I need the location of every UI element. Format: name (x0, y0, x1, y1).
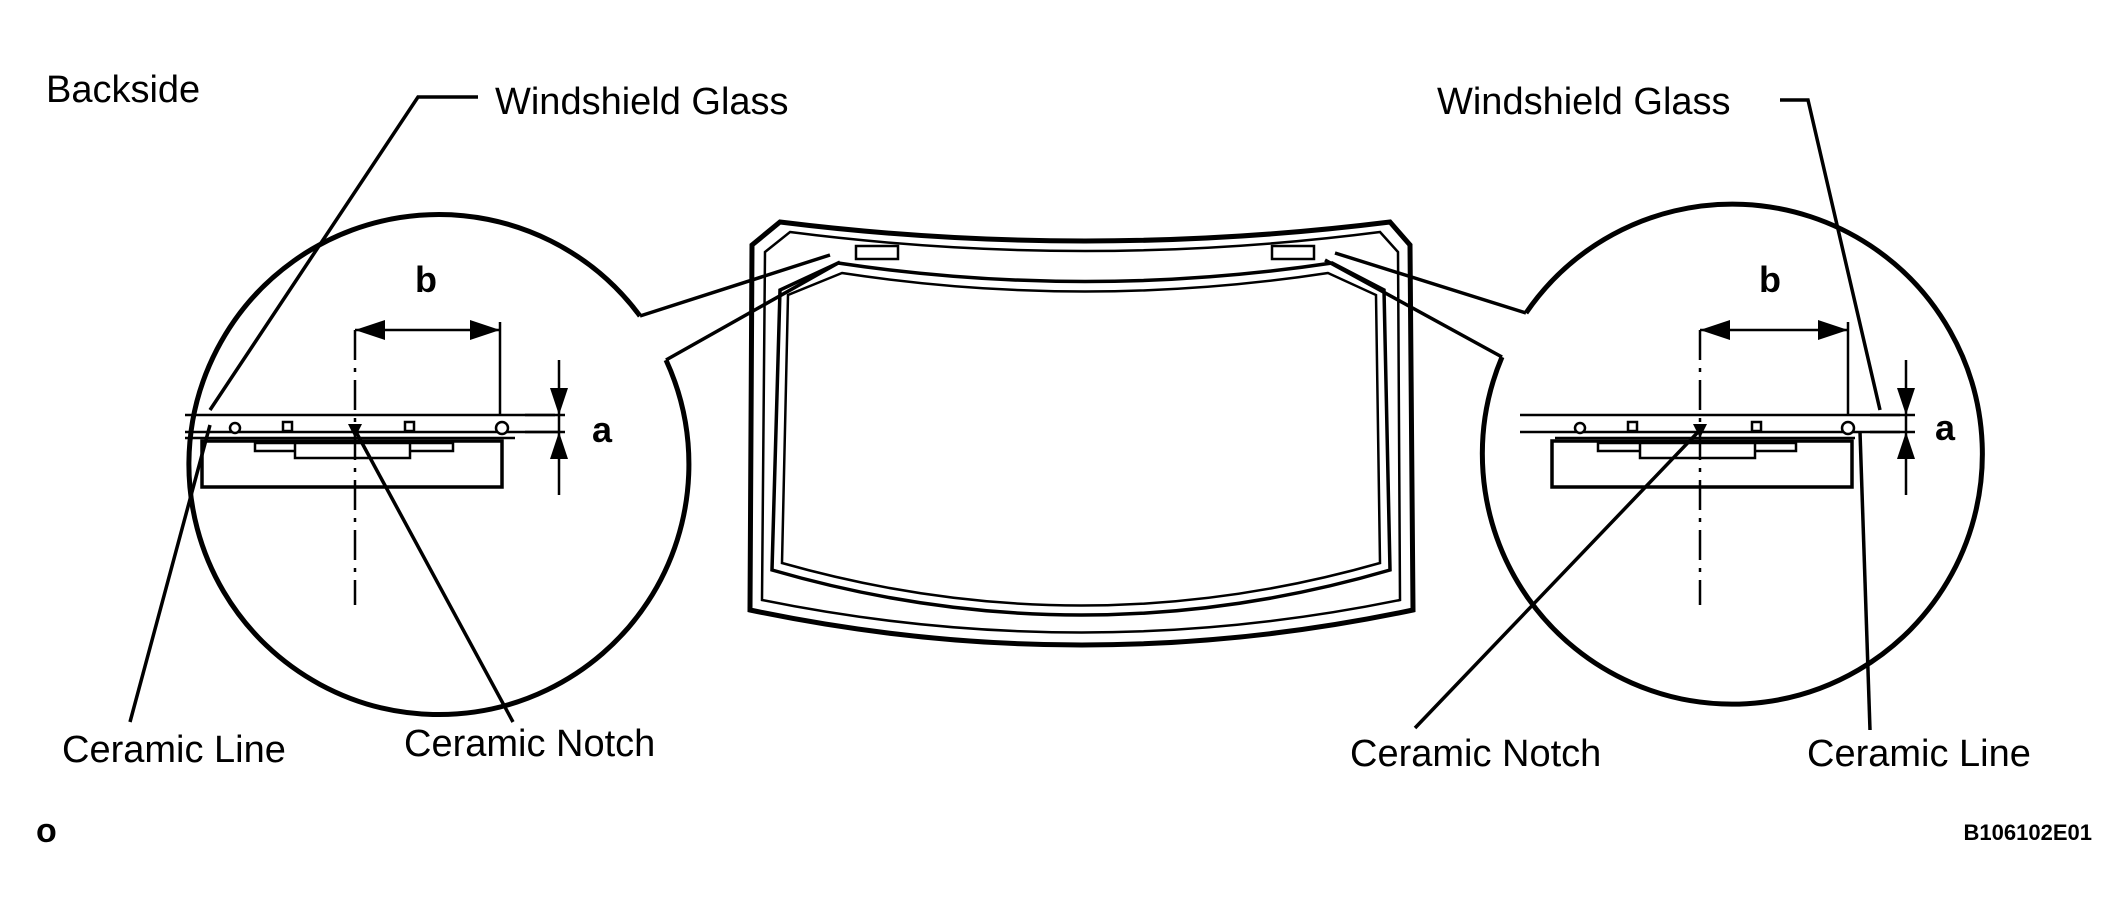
left-detail-circle (186, 212, 692, 718)
right-detail: b a (1324, 201, 1985, 707)
right-detail-circle (1479, 201, 1985, 707)
leader-windshield-glass-right (1780, 98, 1882, 411)
ceramic-notch-label-right: Ceramic Notch (1350, 733, 1601, 775)
left-callout-line-upper (639, 253, 831, 318)
leader-ceramic-notch-left (353, 429, 515, 723)
windshield-inner-edge (760, 230, 1402, 634)
right-dim-b-label: b (1759, 259, 1781, 300)
right-callout-line-lower (1324, 258, 1503, 359)
windshield-ceramic-edge (770, 261, 1392, 617)
leader-ceramic-line-right (1858, 431, 1872, 731)
leader-ceramic-notch-right (1413, 428, 1702, 730)
left-dim-a-label: a (592, 409, 613, 450)
windshield-overview (747, 219, 1416, 648)
left-edge-dot (494, 420, 510, 436)
left-callout-line-lower (665, 260, 841, 362)
leader-windshield-glass-left (208, 95, 478, 411)
windshield-notch-left (854, 244, 900, 261)
windshield-ceramic-inner (780, 271, 1382, 607)
ceramic-notch-label-left: Ceramic Notch (404, 723, 655, 765)
backside-label: Backside (46, 69, 200, 111)
windshield-notch-right (1270, 244, 1316, 261)
left-dim-b-label: b (415, 259, 437, 300)
figure-code: B106102E01 (1964, 820, 2092, 845)
windshield-glass-label-right: Windshield Glass (1437, 81, 1731, 123)
leader-lines (128, 95, 1882, 731)
left-detail: b a (185, 212, 841, 718)
windshield-glass-label-left: Windshield Glass (495, 81, 789, 123)
right-edge-dot (1840, 420, 1856, 436)
ceramic-line-label-right: Ceramic Line (1807, 733, 2031, 775)
ceramic-line-label-left: Ceramic Line (62, 729, 286, 771)
right-callout-line-upper (1334, 251, 1527, 315)
windshield-outer-edge (747, 219, 1416, 648)
right-dim-a-label: a (1935, 407, 1956, 448)
leader-ceramic-line-left (128, 424, 212, 723)
corner-mark: o (36, 812, 57, 850)
